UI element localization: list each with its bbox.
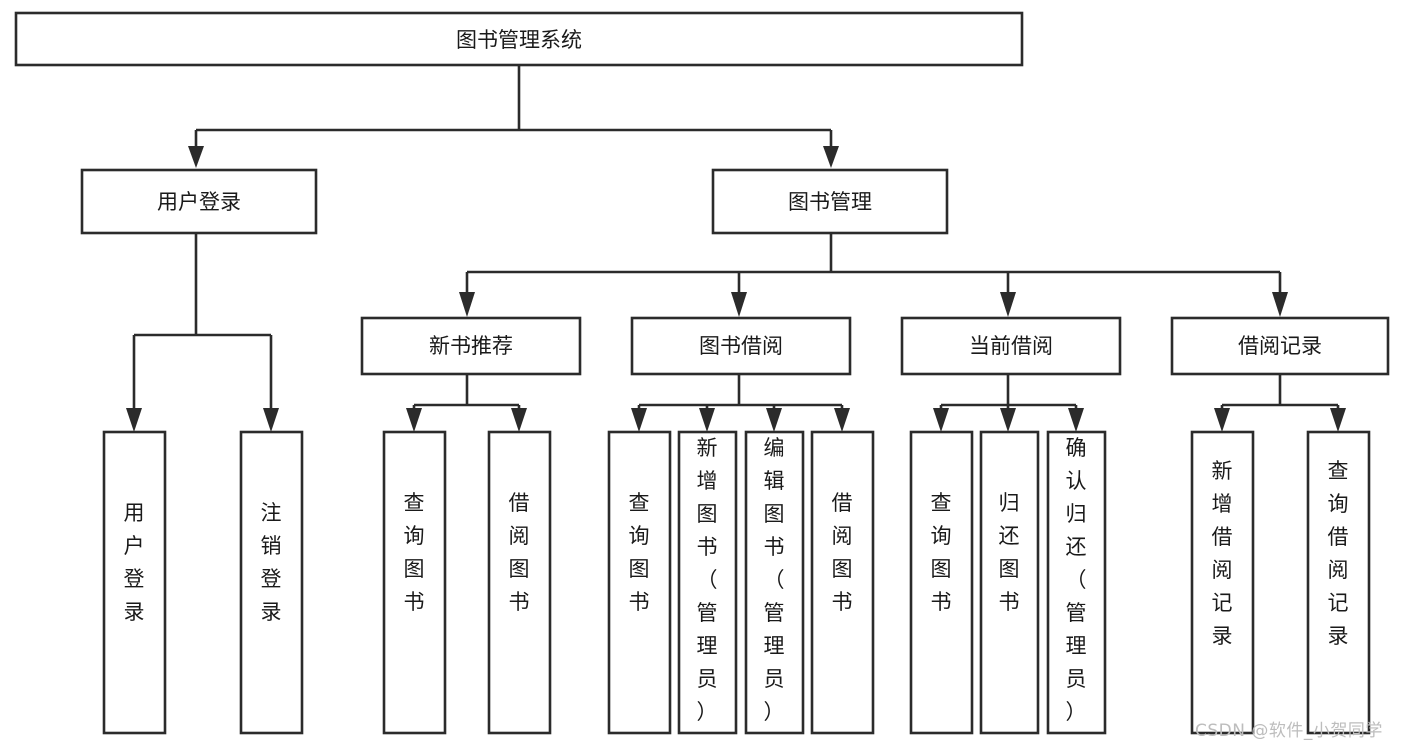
leaf-book-borrow-4-label: 借阅图书 [832, 491, 853, 614]
arrowhead-leaf-cb-2 [1000, 408, 1016, 432]
node-borrow-record-rect[interactable] [1170, 316, 1390, 376]
node-root[interactable]: 图书管理系统 [14, 11, 1024, 67]
leaf-new-book-recommend-2-label: 借阅图书 [509, 491, 530, 614]
arrowhead-leaf-cb-3 [1068, 408, 1084, 432]
arrowhead-leaf-bb-3 [766, 408, 782, 432]
arrowhead-current-borrow [1000, 292, 1016, 317]
arrowhead-leaf-cb-1 [933, 408, 949, 432]
leaf-book-borrow-3-label: 编辑图书（管理员） [764, 436, 785, 724]
leaf-current-borrow-2-rect[interactable] [979, 430, 1040, 735]
leaf-current-borrow-2[interactable]: 归还图书 [979, 430, 1040, 735]
arrowhead-user-login [188, 146, 204, 168]
arrowhead-new-book [459, 292, 475, 317]
leaf-new-book-recommend-1-label: 查询图书 [404, 491, 425, 614]
leaf-user-login-1-label: 用户登录 [124, 501, 145, 624]
leaf-book-borrow-3[interactable]: 编辑图书（管理员） [744, 430, 805, 735]
leaf-book-borrow-2[interactable]: 新增图书（管理员） [677, 430, 738, 735]
leaf-book-borrow-2-rect[interactable] [677, 430, 738, 735]
arrowhead-leaf-nbr-2 [511, 408, 527, 432]
leaf-user-login-2-rect[interactable] [239, 430, 304, 735]
leaf-current-borrow-1-rect[interactable] [909, 430, 974, 735]
leaf-current-borrow-2-label: 归还图书 [999, 491, 1020, 614]
node-root-rect[interactable] [14, 11, 1024, 67]
arrowhead-borrow-record [1272, 292, 1288, 317]
arrowhead-leaf-user-login-1 [126, 408, 142, 432]
node-book-manage-label: 图书管理 [788, 190, 872, 214]
leaf-book-borrow-2-label: 新增图书（管理员） [697, 436, 718, 724]
arrowhead-leaf-nbr-1 [406, 408, 422, 432]
arrowhead-leaf-br-1 [1214, 408, 1230, 432]
leaf-user-login-1[interactable]: 用户登录 [102, 430, 167, 735]
arrowhead-book-manage [823, 146, 839, 168]
leaf-borrow-record-1-rect[interactable] [1190, 430, 1255, 735]
node-user-login-rect[interactable] [80, 168, 318, 235]
leaf-user-login-1-rect[interactable] [102, 430, 167, 735]
leaf-current-borrow-3[interactable]: 确认归还（管理员） [1046, 430, 1107, 735]
leaf-borrow-record-1-label: 新增借阅记录 [1212, 459, 1233, 648]
node-new-book-recommend-rect[interactable] [360, 316, 582, 376]
arrowhead-book-borrow [731, 292, 747, 317]
leaf-user-login-2[interactable]: 注销登录 [239, 430, 304, 735]
arrowhead-leaf-user-login-2 [263, 408, 279, 432]
leaf-book-borrow-1-rect[interactable] [607, 430, 672, 735]
leaf-current-borrow-3-label: 确认归还（管理员） [1066, 436, 1087, 724]
node-book-borrow-label: 图书借阅 [699, 334, 783, 358]
leaf-current-borrow-3-rect[interactable] [1046, 430, 1107, 735]
node-borrow-record-label: 借阅记录 [1238, 334, 1322, 358]
arrowhead-leaf-br-2 [1330, 408, 1346, 432]
arrowhead-leaf-bb-2 [699, 408, 715, 432]
node-root-label: 图书管理系统 [456, 28, 582, 52]
node-current-borrow[interactable]: 当前借阅 [900, 316, 1122, 376]
leaf-new-book-recommend-2-rect[interactable] [487, 430, 552, 735]
node-book-manage[interactable]: 图书管理 [711, 168, 949, 235]
node-new-book-recommend[interactable]: 新书推荐 [360, 316, 582, 376]
node-current-borrow-label: 当前借阅 [969, 334, 1053, 358]
leaf-new-book-recommend-2[interactable]: 借阅图书 [487, 430, 552, 735]
csdn-watermark: CSDN @软件_小贺同学 [1195, 721, 1383, 741]
node-new-book-recommend-label: 新书推荐 [429, 334, 513, 358]
leaf-user-login-2-label: 注销登录 [261, 501, 282, 624]
leaf-new-book-recommend-1-rect[interactable] [382, 430, 447, 735]
arrowhead-leaf-bb-4 [834, 408, 850, 432]
node-borrow-record[interactable]: 借阅记录 [1170, 316, 1390, 376]
leaf-book-borrow-1[interactable]: 查询图书 [607, 430, 672, 735]
arrowhead-leaf-bb-1 [631, 408, 647, 432]
node-user-login-label: 用户登录 [157, 190, 241, 214]
leaf-new-book-recommend-1[interactable]: 查询图书 [382, 430, 447, 735]
leaf-book-borrow-1-label: 查询图书 [629, 491, 650, 614]
leaf-borrow-record-2-rect[interactable] [1306, 430, 1371, 735]
leaf-book-borrow-3-rect[interactable] [744, 430, 805, 735]
leaf-book-borrow-4[interactable]: 借阅图书 [810, 430, 875, 735]
node-current-borrow-rect[interactable] [900, 316, 1122, 376]
leaf-current-borrow-1-label: 查询图书 [931, 491, 952, 614]
node-book-borrow-rect[interactable] [630, 316, 852, 376]
leaf-book-borrow-4-rect[interactable] [810, 430, 875, 735]
node-user-login[interactable]: 用户登录 [80, 168, 318, 235]
node-book-manage-rect[interactable] [711, 168, 949, 235]
leaf-borrow-record-1[interactable]: 新增借阅记录 [1190, 430, 1255, 735]
connector-layer [126, 65, 1346, 432]
leaf-borrow-record-2[interactable]: 查询借阅记录 [1306, 430, 1371, 735]
leaf-borrow-record-2-label: 查询借阅记录 [1328, 459, 1349, 648]
node-book-borrow[interactable]: 图书借阅 [630, 316, 852, 376]
leaf-current-borrow-1[interactable]: 查询图书 [909, 430, 974, 735]
